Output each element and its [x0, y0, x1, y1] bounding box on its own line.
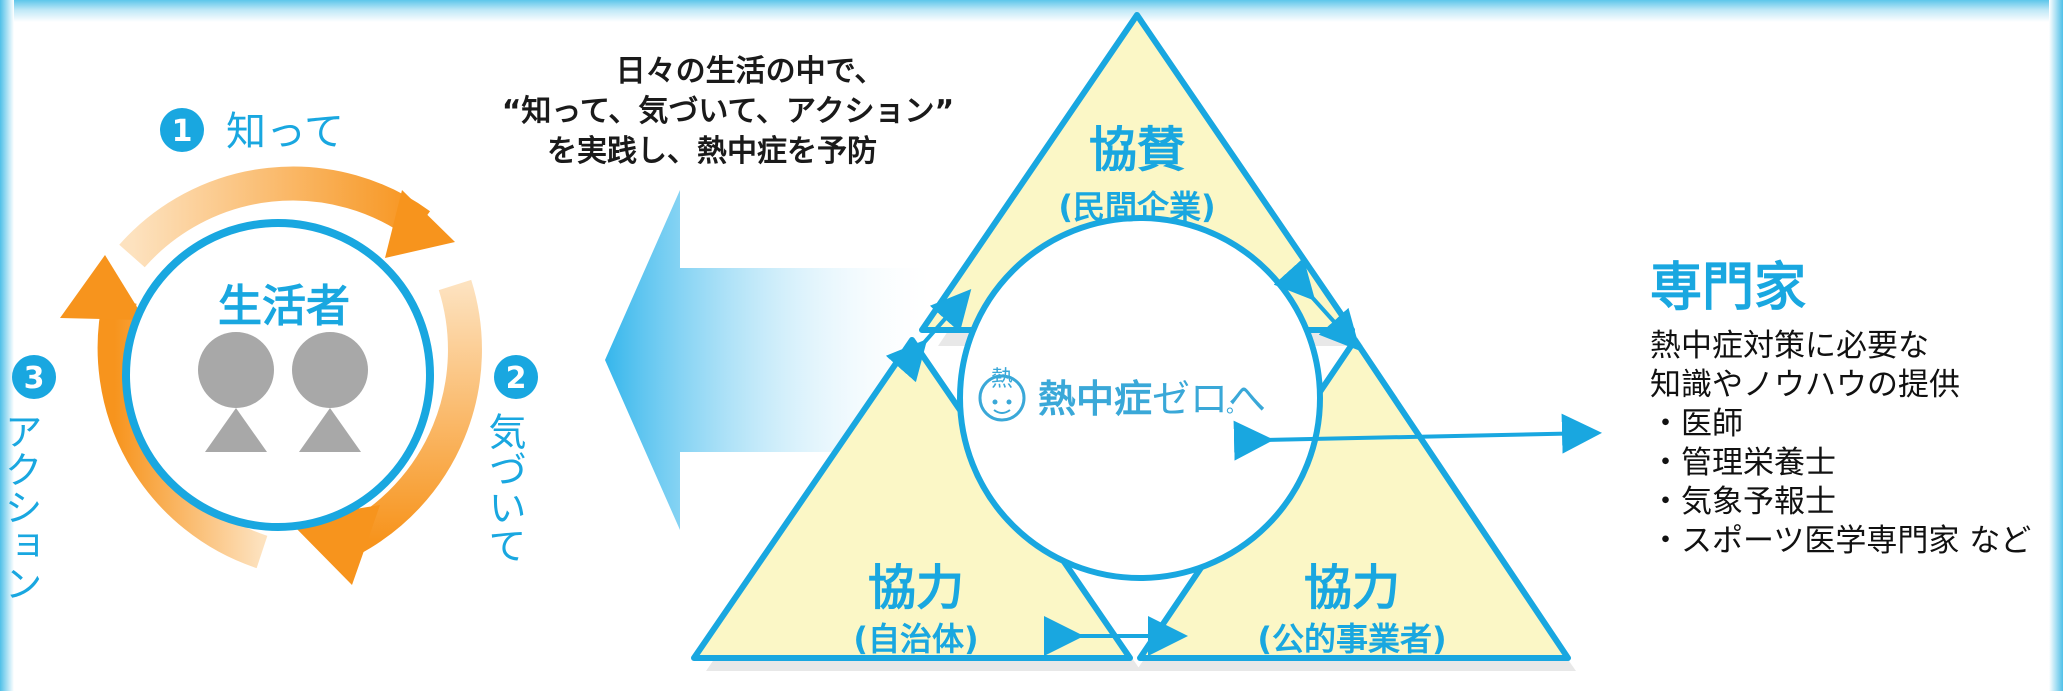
expert-title: 専門家	[1650, 258, 1807, 318]
municipality-title: 協力	[868, 560, 964, 616]
step-1-label: 知って	[226, 109, 344, 155]
caption-line-2: “知って、気づいて、アクション”	[502, 94, 955, 129]
expert-line: ・気象予報士	[1650, 484, 1836, 520]
expert-line: ・スポーツ医学専門家 など	[1650, 523, 2032, 559]
cycle-arrowhead-1	[385, 190, 455, 258]
cycle-arrow-notice	[341, 279, 482, 556]
sponsor-title: 協賛	[1089, 122, 1185, 178]
step-3-number: 3	[24, 361, 45, 396]
logo-mark: 。	[1226, 393, 1246, 417]
step-2-label: 気づいて	[482, 412, 526, 564]
cycle-arrowhead-3	[60, 255, 145, 320]
expert-line: ・管理栄養士	[1650, 445, 1836, 481]
municipality-sub: (自治体)	[853, 620, 978, 658]
caption-line-3: を実践し、熱中症を予防	[547, 134, 877, 169]
step-1-badge	[160, 108, 204, 152]
cycle-arrow-action	[97, 296, 268, 569]
consumer-label: 生活者	[218, 281, 350, 332]
people-icon	[198, 332, 368, 452]
step-2-badge	[494, 355, 538, 399]
link-arrow-top-left	[885, 288, 972, 383]
link-arrow-expert	[1233, 413, 1602, 461]
left-frame-edge	[0, 0, 14, 691]
sponsor-sub: (民間企業)	[1058, 188, 1215, 226]
logo-mascot-glyph: 熱	[991, 367, 1013, 392]
step-2-number: 2	[506, 361, 527, 396]
link-arrow-top-right	[1273, 257, 1361, 351]
expert-line: 知識やノウハウの提供	[1650, 367, 1960, 403]
lifestyle-cycle: 生活者 1 知って 2 気づいて 3 アクション	[0, 108, 538, 602]
consumer-circle	[122, 219, 434, 531]
step-1-number: 1	[172, 114, 193, 149]
partnership-triangle: 協賛 (民間企業) 協力 (自治体) 協力 (公的事業者) 熱 熱中症 ゼロへ …	[691, 12, 1602, 671]
expert-line: 熱中症対策に必要な	[1650, 328, 1929, 364]
public-operator-sub: (公的事業者)	[1257, 620, 1446, 658]
caption-line-1: 日々の生活の中で、	[616, 54, 885, 89]
caption: 日々の生活の中で、 “知って、気づいて、アクション” を実践し、熱中症を予防	[502, 54, 955, 169]
public-operator-title: 協力	[1304, 560, 1400, 616]
step-3-label: アクション	[0, 412, 42, 602]
heatstroke-zero-logo: 熱 熱中症 ゼロへ 。	[978, 367, 1266, 422]
expert-line: ・医師	[1650, 406, 1743, 442]
logo-prefix: 熱中症	[1038, 377, 1152, 421]
center-logo-circle	[957, 215, 1323, 581]
right-frame-edge	[2049, 0, 2063, 691]
expert-description: 熱中症対策に必要な 知識やノウハウの提供 ・医師 ・管理栄養士 ・気象予報士 ・…	[1650, 327, 2031, 561]
logo-suffix: ゼロへ	[1152, 377, 1266, 421]
step-3-badge	[12, 355, 56, 399]
cycle-arrow-know	[119, 166, 431, 268]
